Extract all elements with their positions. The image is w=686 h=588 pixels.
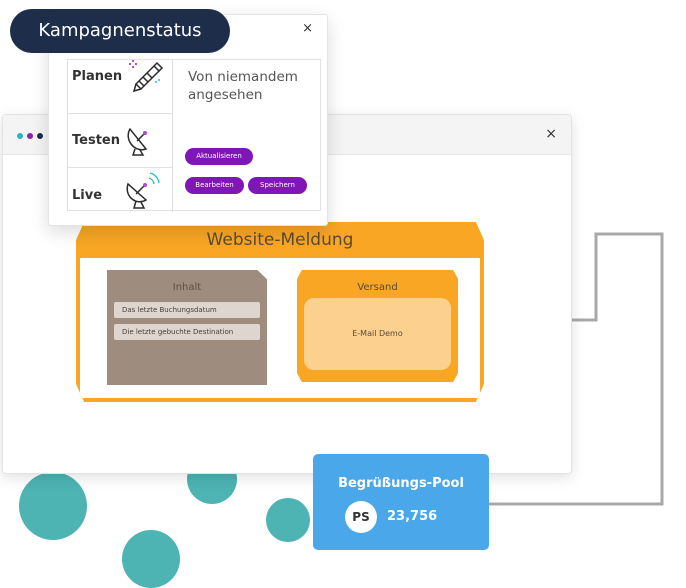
website-message-title: Website-Meldung bbox=[206, 230, 354, 250]
content-title: Inhalt bbox=[172, 282, 202, 293]
window-dot bbox=[17, 133, 23, 139]
update-button[interactable]: Aktualisieren bbox=[185, 148, 253, 165]
pool-title: Begrüßungs-Pool bbox=[338, 476, 464, 491]
pool-count: 23,756 bbox=[387, 509, 438, 524]
stage-divider bbox=[172, 60, 173, 212]
decorative-circle bbox=[266, 498, 310, 542]
stage-label: Planen bbox=[72, 69, 123, 84]
viewed-status: Von niemandem angesehen bbox=[188, 69, 298, 103]
decorative-circle bbox=[122, 530, 180, 588]
shipping-block: Versand E-Mail Demo bbox=[297, 270, 458, 382]
window-dot bbox=[37, 133, 43, 139]
edit-button[interactable]: Bearbeiten bbox=[185, 177, 244, 194]
shipping-title: Versand bbox=[357, 282, 398, 293]
stage-row-planen[interactable]: Planen bbox=[68, 60, 172, 114]
broadcast-dish-icon bbox=[126, 172, 160, 209]
close-icon[interactable]: × bbox=[302, 21, 313, 36]
shipping-channel[interactable]: E-Mail Demo bbox=[304, 298, 451, 370]
save-button[interactable]: Speichern bbox=[248, 177, 307, 194]
decorative-circle bbox=[19, 472, 87, 540]
window-dot bbox=[27, 133, 33, 139]
satellite-dish-icon bbox=[127, 127, 148, 156]
content-item[interactable]: Die letzte gebuchte Destination bbox=[114, 324, 260, 340]
stage-label: Testen bbox=[72, 133, 120, 148]
stage-row-live[interactable]: Live bbox=[68, 168, 172, 212]
stage-row-testen[interactable]: Testen bbox=[68, 114, 172, 168]
content-item[interactable]: Das letzte Buchungsdatum bbox=[114, 302, 260, 318]
content-block: Inhalt Das letzte Buchungsdatum Die letz… bbox=[107, 270, 267, 385]
status-grid: Planen Testen bbox=[67, 59, 321, 212]
avatar: PS bbox=[345, 501, 377, 533]
campaign-status-title: Kampagnenstatus bbox=[10, 9, 230, 53]
stage-label: Live bbox=[72, 188, 103, 203]
pencil-icon bbox=[129, 60, 164, 93]
welcome-pool-card[interactable]: Begrüßungs-Pool PS 23,756 bbox=[313, 454, 489, 550]
close-icon[interactable]: × bbox=[545, 126, 557, 142]
